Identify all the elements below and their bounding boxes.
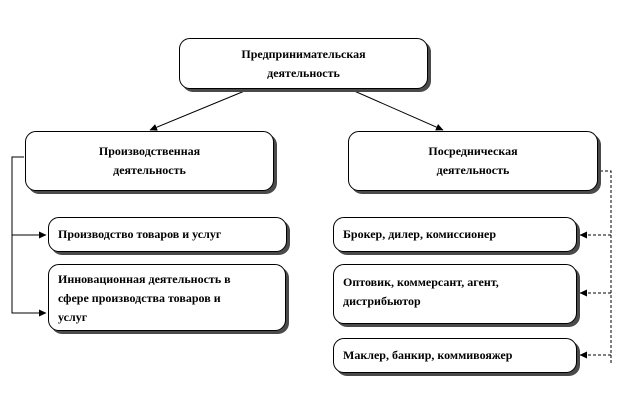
branch-intermediary: Посредническая деятельность	[348, 131, 598, 191]
arrow-root-to-production	[149, 89, 248, 131]
intermediary-item-3: Маклер, банкир, коммивояжер	[333, 338, 577, 373]
intermediary-item-2: Оптовик, коммерсант, агент, дистрибьютор	[333, 264, 577, 324]
intermediary-item-1: Брокер, дилер, комиссионер	[333, 217, 577, 252]
bracket-intermediary	[600, 170, 612, 365]
arrow-root-to-intermediary	[351, 89, 444, 131]
production-item-2: Инновационная деятельность в сфере произ…	[48, 264, 286, 331]
production-item-1: Производство товаров и услуг	[48, 217, 287, 252]
branch-production: Производственная деятельность	[25, 131, 274, 191]
root-node: Предпринимательская деятельность	[179, 38, 428, 89]
